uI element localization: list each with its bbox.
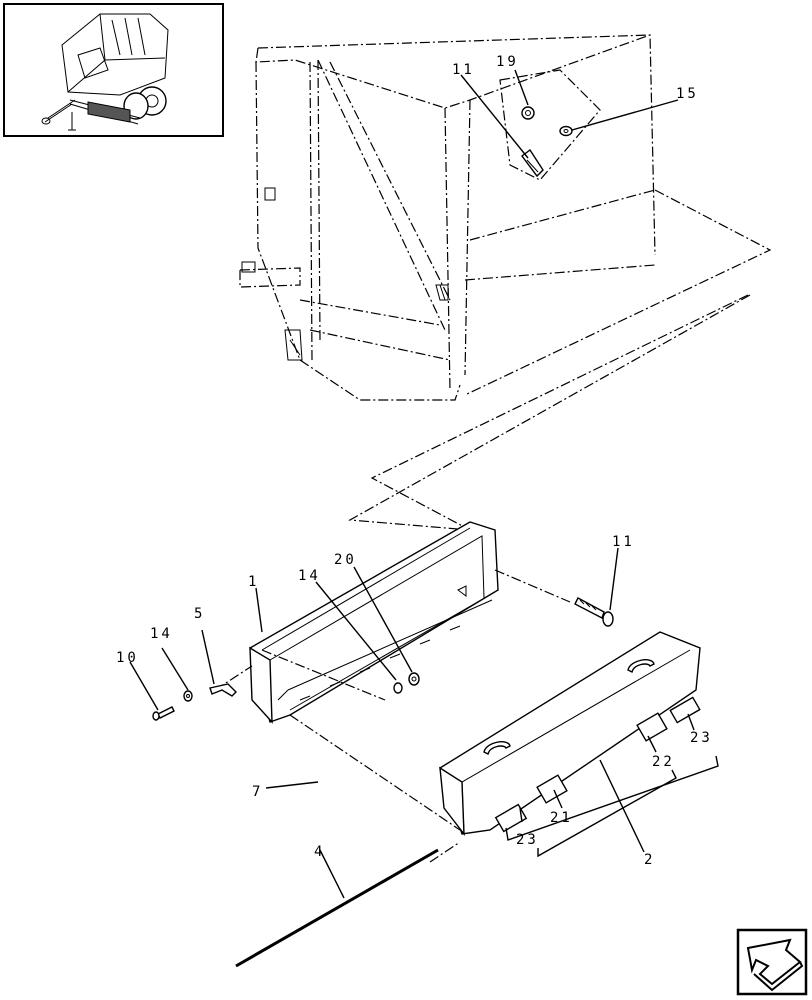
callout-15: 15 — [676, 86, 699, 102]
callout-20: 20 — [334, 552, 357, 568]
callout-14-mid: 14 — [298, 568, 321, 584]
callout-11-top: 11 — [452, 62, 475, 78]
return-arrow-icon[interactable] — [736, 928, 808, 996]
callout-11-bolt: 11 — [612, 534, 635, 550]
callout-2: 2 — [644, 852, 655, 868]
baler-thumbnail — [3, 3, 224, 137]
callout-5: 5 — [194, 606, 205, 622]
shield-panel-1 — [249, 521, 499, 724]
cover-part-2 — [439, 631, 701, 837]
callout-21: 21 — [550, 810, 573, 826]
callout-23-right: 23 — [690, 730, 713, 746]
leader-lines — [129, 69, 719, 899]
lower-hardware — [152, 597, 614, 968]
callout-14-left: 14 — [150, 626, 173, 642]
callout-10: 10 — [116, 650, 139, 666]
callout-23-left: 23 — [516, 832, 539, 848]
callout-7: 7 — [252, 784, 263, 800]
upper-hardware — [521, 106, 573, 178]
callout-1: 1 — [248, 574, 259, 590]
baler-frame-phantom — [239, 34, 772, 531]
callout-19: 19 — [496, 54, 519, 70]
callout-22: 22 — [652, 754, 675, 770]
callout-labels: 11 19 15 11 1 20 14 5 14 10 7 4 23 21 2 … — [116, 54, 713, 868]
callout-4: 4 — [314, 844, 325, 860]
